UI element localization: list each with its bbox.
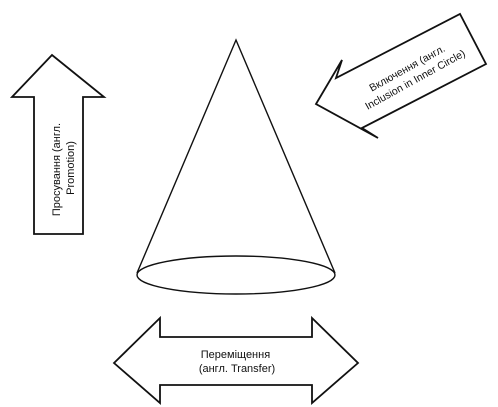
cone-shape [136,38,336,295]
transfer-label-line2: (англ. Transfer) [199,363,275,375]
transfer-arrow: Переміщення (англ. Transfer) [112,315,360,405]
inclusion-arrow: Включення (англ. Inclusion in Inner Circ… [314,12,488,139]
promotion-label-line1: Просування (англ. [51,123,63,216]
cone-base [136,255,336,295]
inclusion-arrow-shape [314,12,488,139]
promotion-arrow: Просування (англ. Promotion) [9,53,107,235]
promotion-label-line2: Promotion) [65,141,77,195]
promotion-label: Просування (англ. Promotion) [51,120,77,216]
transfer-label-line1: Переміщення [201,349,270,361]
transfer-arrow-shape [112,315,360,405]
cone-side [136,38,336,274]
transfer-label: Переміщення (англ. Transfer) [199,349,275,375]
promotion-arrow-shape [9,53,107,235]
